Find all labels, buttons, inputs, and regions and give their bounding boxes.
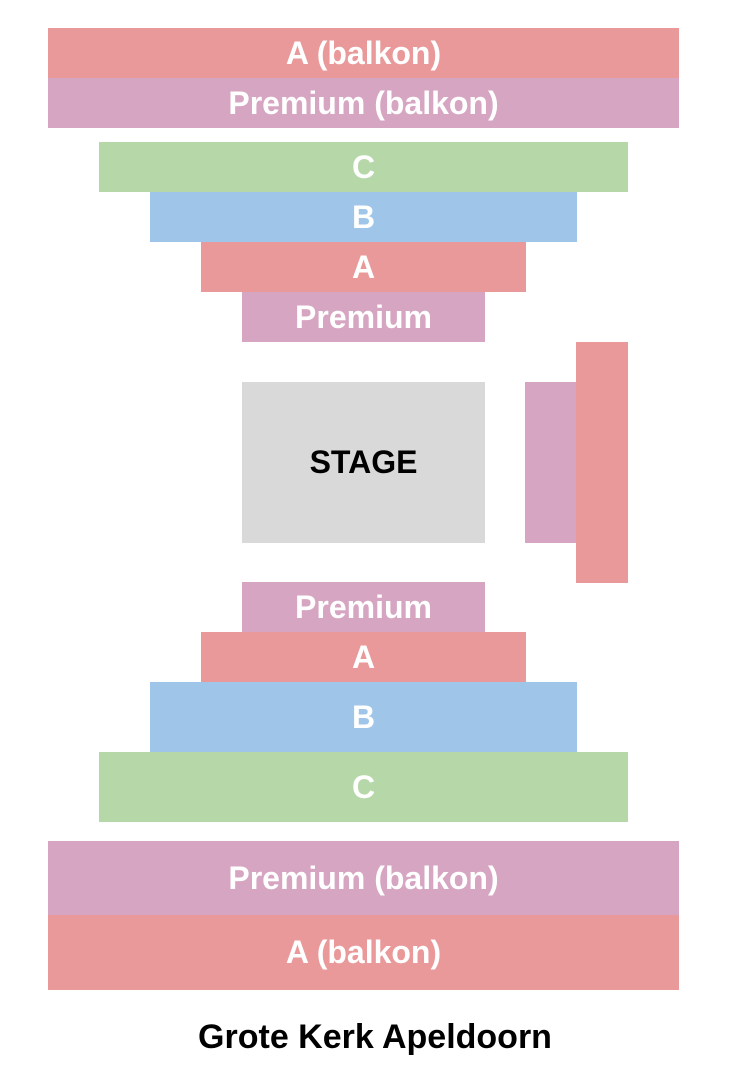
- section-a-balkon-top[interactable]: A (balkon): [48, 28, 679, 78]
- section-a-balkon-bottom[interactable]: A (balkon): [48, 915, 679, 990]
- section-a-bottom[interactable]: A: [201, 632, 526, 682]
- section-c-bottom[interactable]: C: [99, 752, 628, 822]
- section-a-top[interactable]: A: [201, 242, 526, 292]
- section-a-side[interactable]: [576, 342, 628, 583]
- venue-name: Grote Kerk Apeldoorn: [198, 1018, 552, 1056]
- section-b-bottom[interactable]: B: [150, 682, 577, 752]
- section-premium-balkon-top[interactable]: Premium (balkon): [48, 78, 679, 128]
- section-b-top[interactable]: B: [150, 192, 577, 242]
- section-premium-top[interactable]: Premium: [242, 292, 485, 342]
- section-c-top[interactable]: C: [99, 142, 628, 192]
- section-premium-balkon-bottom[interactable]: Premium (balkon): [48, 841, 679, 915]
- section-premium-side[interactable]: [525, 382, 576, 543]
- stage: STAGE: [242, 382, 485, 543]
- section-premium-bottom[interactable]: Premium: [242, 582, 485, 632]
